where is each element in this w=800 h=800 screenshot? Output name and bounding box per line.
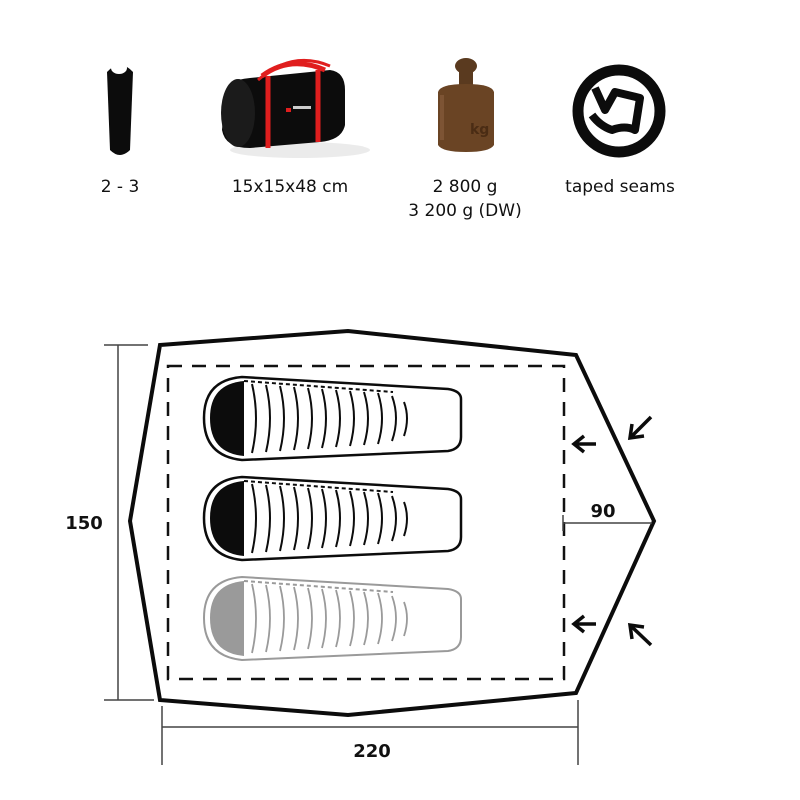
sleeping-bag-1 [202,375,463,462]
dimension-vestibule [562,515,652,531]
duffel-bag-icon [221,59,370,158]
door-arrow-icon [571,415,653,647]
tent-outline [127,328,657,718]
weight-icon: kg [438,58,494,152]
svg-text:kg: kg [470,122,489,138]
sleeping-bag-3-optional [202,575,462,662]
packed-size-label: 15x15x48 cm [231,177,349,197]
weight-label: 2 800 g [432,177,498,197]
vestibule-label: 90 [590,501,615,522]
dimension-length [104,344,154,701]
length-label: 150 [65,513,103,534]
sleeping-bag-2 [202,475,463,562]
sleeping-bag-icon [107,62,133,155]
capacity-label: 2 - 3 [100,177,140,197]
dimension-width [161,700,579,765]
width-label: 220 [353,741,391,762]
taped-seams-label: taped seams [565,177,675,197]
weight-dw-label: 3 200 g (DW) [408,201,522,221]
taped-seams-icon [572,64,666,158]
tent-floorplan [104,328,657,765]
